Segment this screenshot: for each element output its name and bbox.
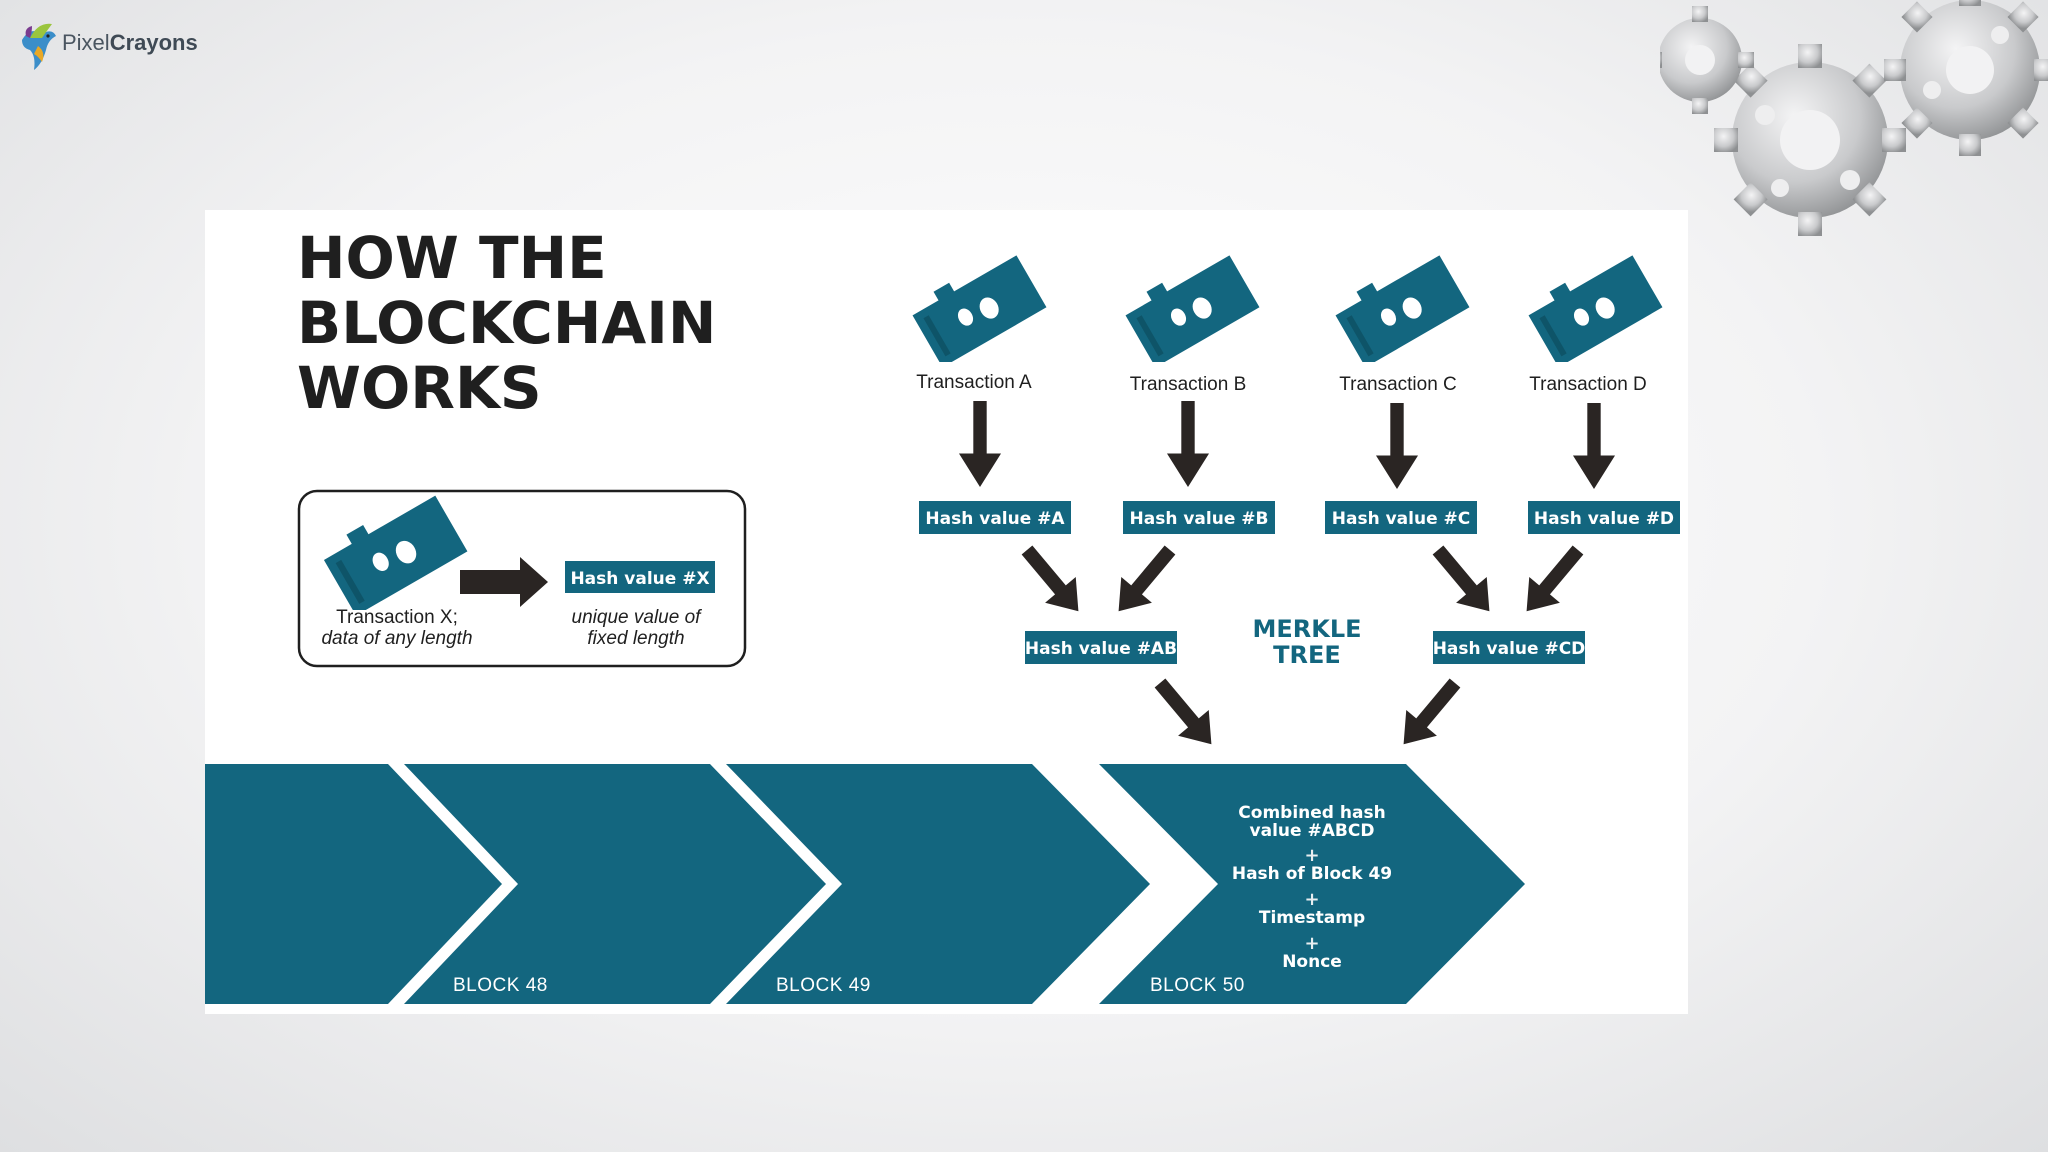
- hash-box-d: [1528, 501, 1680, 534]
- block-chain: BLOCK 48 BLOCK 49 BLOCK 50: [205, 764, 1525, 1004]
- svg-text:PixelCrayons: PixelCrayons: [62, 30, 198, 55]
- hash-box-x-label: Hash value #X: [570, 569, 709, 589]
- block-50-line-2: value #ABCD: [1250, 821, 1375, 841]
- block-50: [1099, 764, 1525, 1004]
- diag-arrow-icon: [1432, 545, 1490, 612]
- diag-arrow-icon: [1403, 678, 1461, 745]
- hash-box-b-label: Hash value #B: [1130, 509, 1269, 529]
- ticket-icon: [1523, 252, 1663, 362]
- hash-box-cd: [1433, 631, 1585, 664]
- hash-box-c-label: Hash value #C: [1332, 509, 1471, 529]
- hash-box-a-label: Hash value #A: [925, 509, 1065, 529]
- transaction-b: Transaction B: [1120, 252, 1260, 395]
- transaction-c-label: Transaction C: [1339, 374, 1457, 395]
- transaction-a-label: Transaction A: [916, 372, 1032, 393]
- transaction-a: Transaction A: [907, 252, 1047, 393]
- block-47: [205, 764, 502, 1004]
- legend-input-label: Transaction X;: [336, 607, 458, 628]
- logo-text-plain: Pixel: [62, 30, 110, 55]
- block-50-label: BLOCK 50: [1150, 975, 1245, 996]
- hash-box-a: [919, 501, 1071, 534]
- block-50-contents: Combined hash value #ABCD + Hash of Bloc…: [1232, 803, 1392, 972]
- block-49: [726, 764, 1150, 1004]
- block-49-label: BLOCK 49: [776, 975, 871, 996]
- title-line-1: HOW THE: [297, 224, 607, 292]
- hash-box-b: [1123, 501, 1275, 534]
- block-48: [404, 764, 826, 1004]
- transaction-d: Transaction D: [1523, 252, 1663, 395]
- legend-box: Hash value #X Transaction X; data of any…: [297, 489, 747, 668]
- gears-decoration: [1660, 0, 2048, 236]
- legend-input-sublabel: data of any length: [321, 628, 472, 649]
- title-line-2: BLOCKCHAIN: [297, 289, 716, 357]
- merge-arrows-level-2: [1154, 678, 1461, 745]
- down-arrow-icon: [1166, 401, 1210, 487]
- plus-icon: +: [1304, 845, 1319, 866]
- legend-output-sublabel: fixed length: [587, 628, 684, 649]
- diag-arrow-icon: [1154, 678, 1212, 745]
- down-arrow-icon: [958, 401, 1002, 487]
- right-arrow-icon: [460, 557, 548, 607]
- transactions-row: Transaction A Transaction B Transaction …: [907, 252, 1663, 395]
- down-arrow-icon: [1572, 403, 1616, 489]
- diag-arrow-icon: [1526, 545, 1584, 612]
- diag-arrow-icon: [1021, 545, 1079, 612]
- hash-values-row: Hash value #A Hash value #B Hash value #…: [919, 501, 1680, 534]
- hash-box-d-label: Hash value #D: [1534, 509, 1674, 529]
- logo-text-bold: Crayons: [110, 30, 198, 55]
- merkle-label-line-1: MERKLE: [1252, 615, 1361, 643]
- ticket-icon: [907, 252, 1047, 362]
- hash-box-c: [1325, 501, 1477, 534]
- merkle-label-line-2: TREE: [1273, 641, 1341, 669]
- pixelcrayons-logo: PixelCrayons: [22, 23, 198, 70]
- block-50-line-4: Timestamp: [1259, 908, 1365, 928]
- merge-arrows-level-1: [1021, 545, 1584, 612]
- title-line-3: WORKS: [297, 354, 542, 422]
- transaction-c: Transaction C: [1330, 252, 1470, 395]
- plus-icon: +: [1304, 889, 1319, 910]
- ticket-icon: [1330, 252, 1470, 362]
- gear-icon: [1660, 0, 2048, 236]
- hash-box-cd-label: Hash value #CD: [1433, 639, 1586, 659]
- block-48-label: BLOCK 48: [453, 975, 548, 996]
- ticket-icon: [1120, 252, 1260, 362]
- block-50-line-3: Hash of Block 49: [1232, 864, 1392, 884]
- hash-box-ab: [1025, 631, 1177, 664]
- down-arrow-icon: [1375, 403, 1419, 489]
- hash-box-ab-label: Hash value #AB: [1025, 639, 1177, 659]
- plus-icon: +: [1304, 933, 1319, 954]
- hash-box-x: [565, 561, 715, 593]
- block-50-line-5: Nonce: [1282, 952, 1342, 972]
- block-50-line-1: Combined hash: [1238, 803, 1385, 823]
- transaction-d-label: Transaction D: [1529, 374, 1647, 395]
- diag-arrow-icon: [1118, 545, 1176, 612]
- hummingbird-icon: [22, 23, 56, 70]
- page-title: HOW THE BLOCKCHAIN WORKS: [297, 224, 716, 422]
- transaction-b-label: Transaction B: [1130, 374, 1247, 395]
- legend-output-label: unique value of: [572, 607, 703, 628]
